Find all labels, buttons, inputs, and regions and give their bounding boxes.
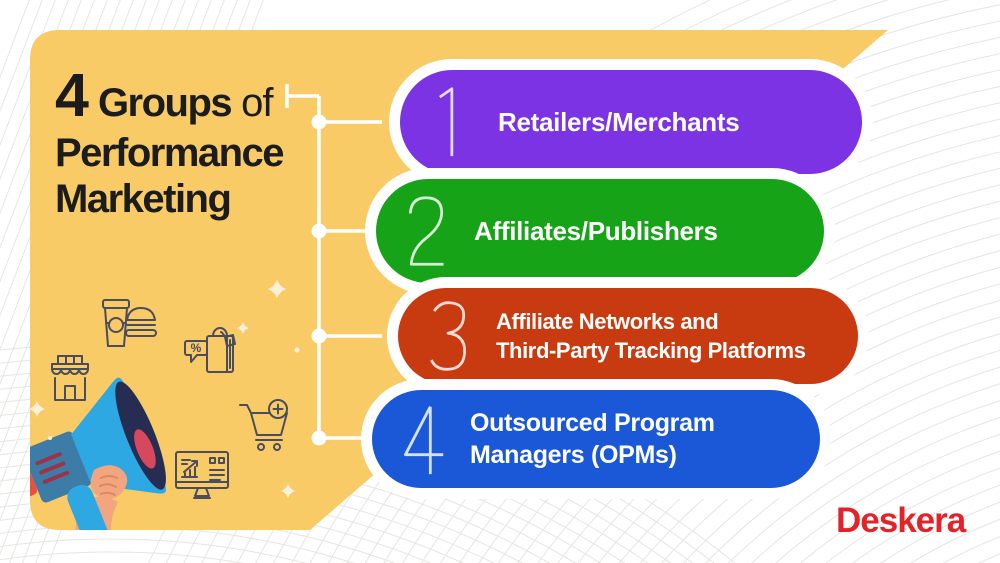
storefront-icon xyxy=(51,355,89,401)
page-title: 4 Groups of Performance Marketing xyxy=(55,60,285,222)
group-bar-1: Retailers/Merchants xyxy=(400,70,862,174)
hand xyxy=(90,465,128,499)
group-number-4 xyxy=(404,406,444,475)
coffee-and-burger-icon xyxy=(102,299,157,347)
title-line3: Marketing xyxy=(55,177,232,221)
megaphone-handle xyxy=(67,484,108,530)
group-number-2 xyxy=(408,196,444,266)
title-line2: Performance xyxy=(55,131,285,175)
discount-symbol: % xyxy=(191,341,202,355)
title-word: Groups xyxy=(97,81,233,125)
group-label-2: Affiliates/Publishers xyxy=(474,215,718,246)
title-word-of: of xyxy=(241,81,273,125)
discount-shopping-bag-icon: % xyxy=(184,327,236,373)
analytics-monitor-icon xyxy=(175,451,229,499)
megaphone-illustration xyxy=(30,280,300,530)
add-to-cart-icon xyxy=(239,399,288,451)
group-number-3 xyxy=(430,301,466,371)
group-number-1 xyxy=(439,87,454,157)
group-label-1: Retailers/Merchants xyxy=(498,106,740,137)
megaphone-cap xyxy=(30,461,38,498)
title-number: 4 xyxy=(55,61,89,129)
brand-logo: Deskera xyxy=(836,501,966,540)
sparkles xyxy=(30,280,300,498)
group-bar-2: Affiliates/Publishers xyxy=(376,179,824,283)
